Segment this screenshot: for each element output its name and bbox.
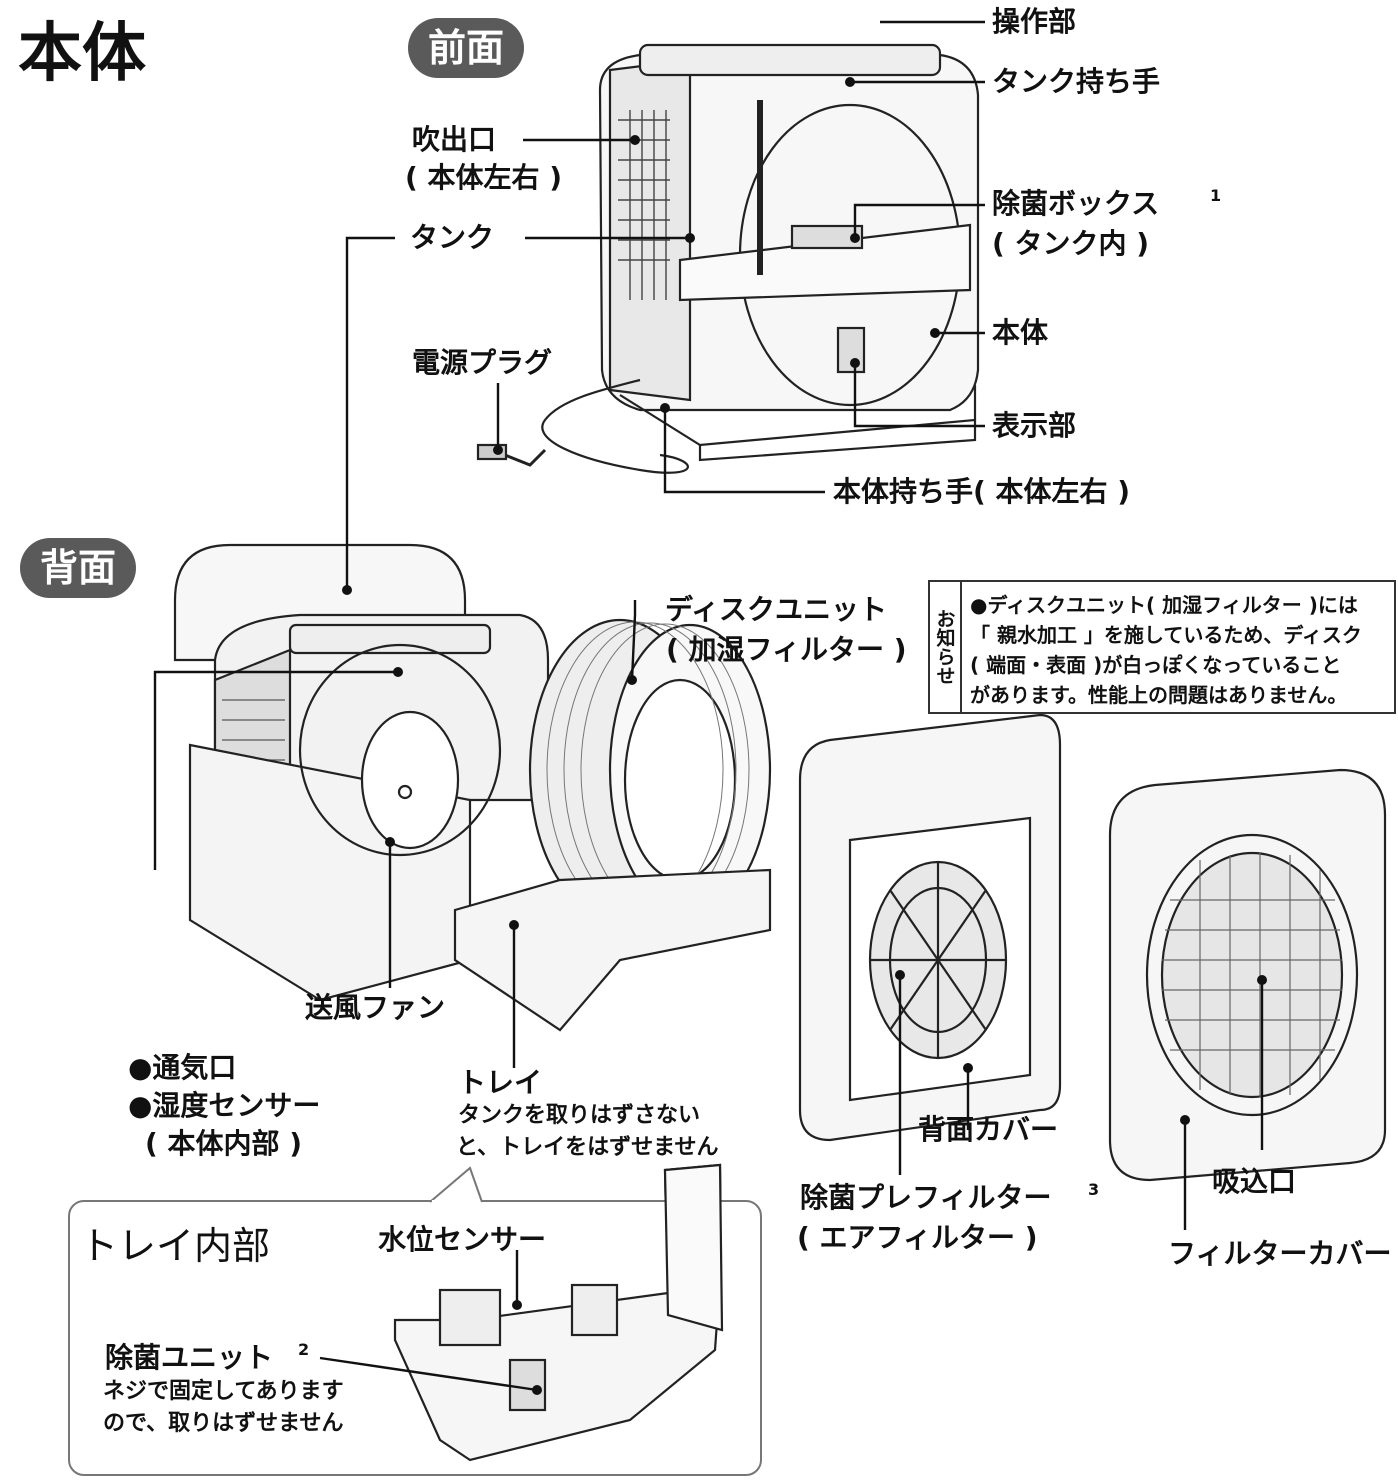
front-unit-drawing: [476, 43, 980, 474]
label-tray-note1: タンクを取りはずさない: [458, 1103, 701, 1128]
footnote-1: 1: [1210, 186, 1222, 205]
notice-box: お知らせ ●ディスクユニット( 加湿フィルター )には 「 親水加工 」を施して…: [928, 580, 1396, 714]
page-title: 本体: [18, 17, 146, 91]
back-unit-drawing: [173, 543, 550, 1002]
label-sterilize-unit-note1: ネジで固定してあります: [103, 1379, 344, 1404]
label-prefilter: 除菌プレフィルター: [800, 1181, 1052, 1214]
label-intake: 吸込口: [1212, 1165, 1297, 1198]
section-front-badge: 前面: [408, 18, 525, 78]
label-disk-unit: ディスクユニット: [665, 593, 888, 626]
label-outlet: 吹出口: [412, 123, 497, 156]
label-tank-handle: タンク持ち手: [992, 65, 1161, 98]
label-body-handle: 本体持ち手( 本体左右 ): [833, 475, 1131, 508]
label-tray-note2: と、トレイをはずせません: [456, 1135, 719, 1160]
label-back-cover: 背面カバー: [918, 1113, 1059, 1146]
label-sterilize-box: 除菌ボックス: [992, 187, 1160, 220]
label-tray: トレイ: [458, 1066, 543, 1099]
label-display: 表示部: [992, 409, 1077, 442]
notice-line: 「 親水加工 」を施しているため、ディスク: [970, 623, 1362, 647]
label-vent: ●通気口: [128, 1051, 237, 1084]
notice-line: ●ディスクユニット( 加湿フィルター )には: [970, 593, 1358, 617]
footnote-2: 2: [298, 1340, 310, 1359]
label-sterilize-unit: 除菌ユニット: [105, 1341, 274, 1374]
label-prefilter-note: ( エアフィルター ): [797, 1221, 1038, 1254]
notice-body: ●ディスクユニット( 加湿フィルター )には 「 親水加工 」を施しているため、…: [970, 590, 1362, 710]
filter-cover-drawing: [1108, 768, 1387, 1182]
section-back-badge: 背面: [20, 538, 137, 598]
label-outlet-note: ( 本体左右 ): [405, 161, 563, 194]
notice-line: ( 端面・表面 )が白っぽくなっていること: [970, 653, 1342, 677]
label-humidity-sensor: ●湿度センサー: [128, 1089, 321, 1122]
label-body: 本体: [992, 316, 1049, 349]
notice-line: があります。性能上の問題はありません。: [970, 683, 1348, 707]
disk-unit-drawing: [453, 618, 772, 1032]
back-cover-drawing: [798, 713, 1062, 1142]
label-disk-unit-note: ( 加湿フィルター ): [666, 633, 907, 666]
label-tank: タンク: [410, 221, 495, 254]
notice-tag: お知らせ: [930, 582, 962, 712]
label-sterilize-box-note: ( タンク内 ): [992, 227, 1150, 260]
label-sterilize-unit-note2: ので、取りはずせません: [103, 1411, 344, 1436]
label-fan: 送風ファン: [305, 991, 446, 1024]
label-control: 操作部: [992, 5, 1077, 38]
label-power-plug: 電源プラグ: [412, 346, 553, 379]
label-water-sensor: 水位センサー: [378, 1223, 547, 1256]
tray-inside-title: トレイ内部: [80, 1224, 271, 1268]
label-humidity-sensor-note: ( 本体内部 ): [145, 1127, 303, 1160]
leader-lines: [153, 20, 1264, 1392]
label-filter-cover: フィルターカバー: [1168, 1237, 1392, 1270]
footnote-3: 3: [1088, 1180, 1100, 1199]
